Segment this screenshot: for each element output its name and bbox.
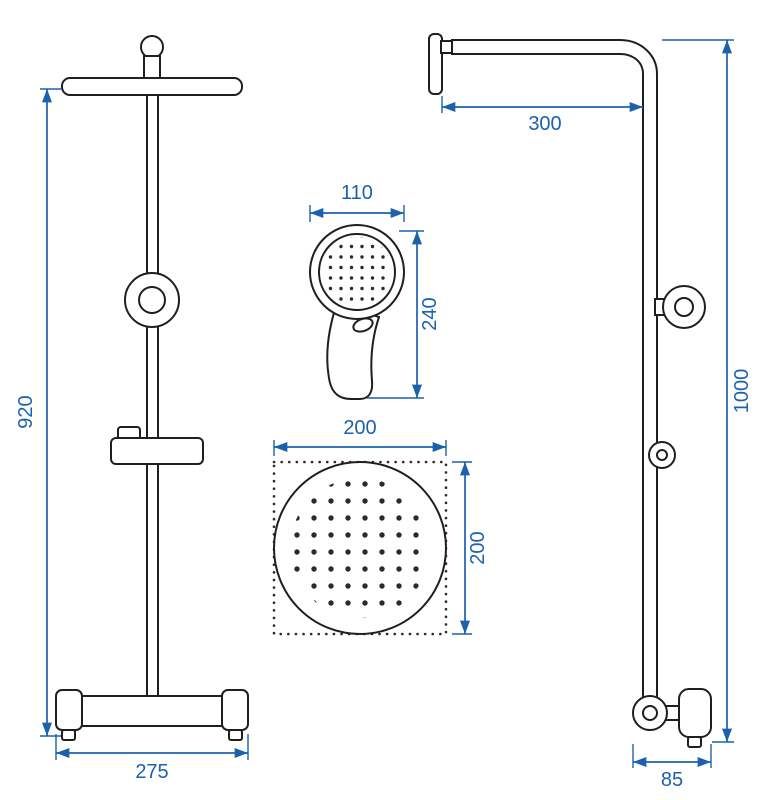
- mixer-left-foot: [61, 729, 76, 741]
- side-view: [428, 33, 712, 748]
- dim-label-side-depth: 85: [661, 769, 683, 791]
- dim-label-arm-reach: 300: [528, 113, 561, 135]
- hand-shower-nozzles: [322, 237, 392, 307]
- soap-shelf: [110, 437, 204, 465]
- wall-foot-side: [687, 736, 702, 748]
- dimension-head-top-height: 200: [452, 461, 489, 635]
- mixer-body-front: [73, 695, 231, 727]
- holder-ring-side-inner: [674, 297, 694, 317]
- dimension-front-height: 920: [15, 88, 61, 737]
- dimension-front-width: 275: [55, 734, 249, 783]
- dimension-hand-shower-width: 110: [309, 182, 405, 222]
- wall-plate-side: [678, 688, 712, 738]
- dimension-side-depth: 85: [632, 744, 712, 791]
- slider-knob-side-inner: [656, 449, 668, 461]
- rain-head-top-view: [272, 460, 448, 636]
- dim-label-head-top-width: 200: [343, 417, 376, 439]
- head-nozzles-top: [290, 478, 430, 618]
- top-ball-joint: [140, 35, 164, 59]
- dimension-hand-shower-height: 240: [367, 230, 441, 399]
- dimension-arm-reach: 300: [441, 96, 644, 135]
- hand-shower-mode-button: [352, 317, 374, 333]
- hand-shower-view: [309, 224, 405, 400]
- dim-label-hand-shower-height: 240: [419, 297, 441, 330]
- mixer-right-foot: [228, 729, 243, 741]
- rain-head-front: [61, 77, 243, 96]
- dim-label-hand-shower-width: 110: [341, 182, 373, 204]
- hand-shower-holder-ring-inner: [138, 286, 166, 314]
- dim-label-side-height: 1000: [731, 369, 753, 414]
- dimension-head-top-width: 200: [273, 417, 447, 456]
- mixer-left-knob: [55, 689, 83, 731]
- rain-head-side: [428, 33, 443, 95]
- mixer-knob-side-inner: [642, 705, 658, 721]
- dim-label-head-top-height: 200: [467, 531, 489, 564]
- head-stem: [143, 55, 161, 81]
- front-view: [55, 35, 249, 741]
- dimension-side-height: 1000: [662, 39, 753, 743]
- dim-label-front-width: 275: [135, 761, 168, 783]
- arm-and-riser-side: [451, 39, 658, 701]
- dim-label-front-height: 920: [15, 395, 37, 428]
- mixer-right-knob: [221, 689, 249, 731]
- riser-pipe-front: [146, 94, 159, 700]
